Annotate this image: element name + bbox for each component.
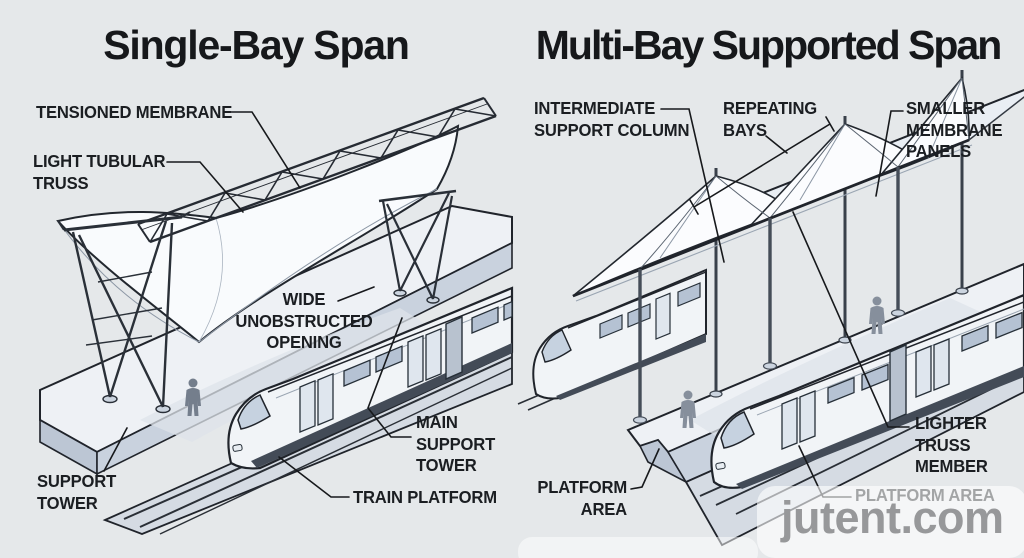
- label-main-support-tower: MAIN SUPPORT TOWER: [416, 412, 496, 475]
- leader-light-tubular-truss: [166, 161, 244, 213]
- leader-support-tower: [103, 427, 128, 472]
- leader-smaller-membrane-panels: [875, 110, 904, 197]
- near-train: [710, 293, 1024, 489]
- leader-lighter-truss-member: [792, 211, 910, 428]
- train: [227, 286, 514, 470]
- label-intermediate-support-column: INTERMEDIATE SUPPORT COLUMN: [534, 98, 690, 140]
- watermark-text: jutent.com: [781, 492, 1004, 543]
- membrane-panels: [572, 76, 970, 297]
- single-bay-illustration: [39, 96, 514, 535]
- label-support-tower: SUPPORT TOWER: [37, 471, 117, 513]
- leader-tensioned-membrane: [227, 111, 301, 189]
- label-platform-area-left: PLATFORM AREA: [537, 477, 627, 519]
- right-panel-title: Multi-Bay Supported Span: [535, 22, 1003, 68]
- leader-intermediate-support-column: [660, 108, 725, 263]
- label-repeating-bays: REPEATING BAYS: [723, 98, 818, 140]
- train-windshield: [237, 394, 271, 430]
- train-articulation: [445, 315, 463, 381]
- leader-main-support-tower: [367, 317, 412, 438]
- main-support-tower: [378, 189, 457, 304]
- far-train: [532, 268, 707, 400]
- label-wide-unobstructed-opening: WIDE UNOBSTRUCTED OPENING: [235, 289, 373, 352]
- label-tensioned-membrane: TENSIONED MEMBRANE: [36, 102, 233, 122]
- label-light-tubular-truss: LIGHT TUBULAR TRUSS: [33, 151, 166, 193]
- leader-wide-opening: [337, 286, 375, 302]
- leader-platform-area-left: [630, 448, 660, 490]
- label-smaller-membrane-panels: SMALLER MEMBRANE PANELS: [906, 98, 1003, 161]
- label-train-platform: TRAIN PLATFORM: [353, 487, 497, 507]
- leader-repeating-bays: [765, 135, 788, 154]
- support-tower: [57, 211, 191, 414]
- intermediate-support-columns-front: [632, 167, 906, 424]
- multi-bay-canopy: [572, 76, 1024, 302]
- label-lighter-truss-member: LIGHTER TRUSS MEMBER: [915, 413, 988, 476]
- light-tubular-truss: [137, 96, 497, 244]
- tensioned-membrane: [56, 124, 460, 344]
- leader-train-platform: [278, 456, 350, 498]
- watermark-strip: [518, 537, 758, 558]
- watermark-box: jutent.com: [757, 486, 1024, 558]
- train-windshield: [720, 411, 755, 449]
- repeating-bays-bracket: [689, 116, 835, 215]
- left-panel-title: Single-Bay Span: [103, 22, 410, 68]
- train-articulation: [889, 343, 907, 423]
- multi-bay-illustration: [517, 70, 1024, 547]
